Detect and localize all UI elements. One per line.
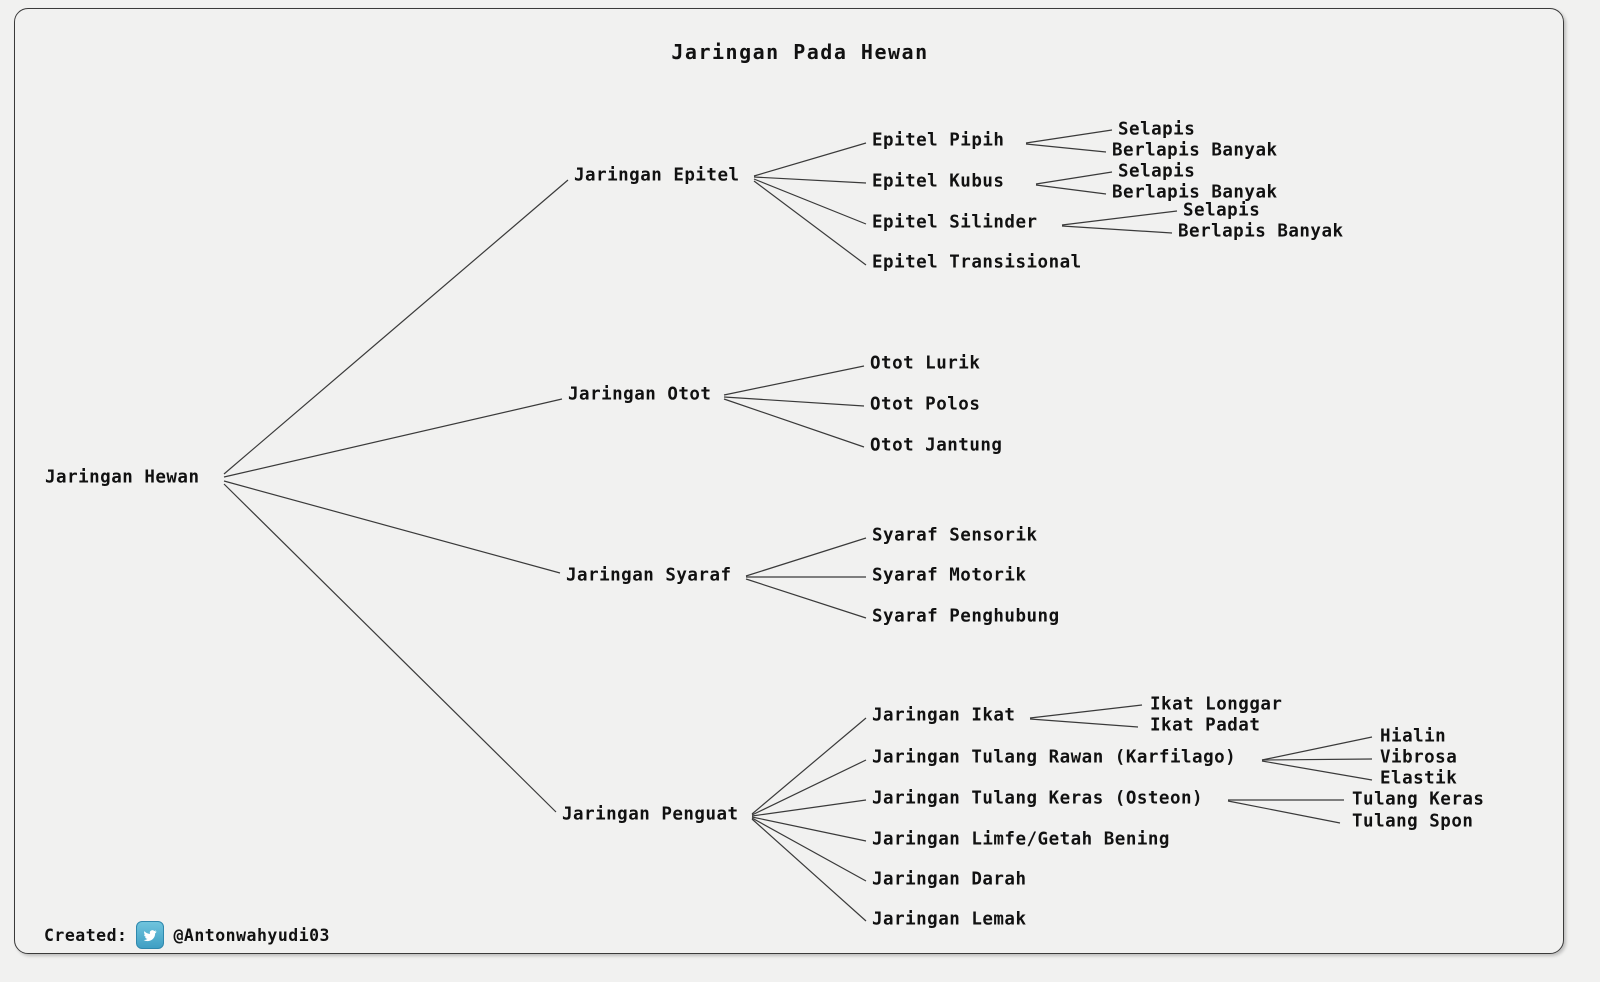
tree-node-root: Jaringan Hewan — [45, 467, 200, 488]
tree-node-penguat: Jaringan Penguat — [562, 804, 739, 825]
twitter-icon[interactable] — [136, 921, 165, 949]
tree-node-ikat-padat: Ikat Padat — [1150, 715, 1261, 736]
tree-node-epitel-silinder-b: Berlapis Banyak — [1178, 221, 1344, 242]
tree-node-epitel-pipih-b: Berlapis Banyak — [1112, 140, 1278, 161]
tree-node-syaraf-sensorik: Syaraf Sensorik — [872, 525, 1038, 546]
credit-label: Created: — [44, 925, 128, 945]
canvas-border — [14, 8, 1564, 954]
credit-line: Created: @Antonwahyudi03 — [44, 921, 330, 949]
tree-node-otot-polos: Otot Polos — [870, 394, 981, 415]
tree-node-epitel-pipih-a: Selapis — [1118, 119, 1196, 140]
tree-node-keras-spon: Tulang Spon — [1352, 811, 1474, 832]
tree-node-darah: Jaringan Darah — [872, 869, 1027, 890]
tree-node-epitel-transisional: Epitel Transisional — [872, 252, 1082, 273]
tree-node-epitel-kubus-a: Selapis — [1118, 161, 1196, 182]
tree-node-rawan-vibrosa: Vibrosa — [1380, 747, 1458, 768]
tree-node-rawan-elastik: Elastik — [1380, 768, 1458, 789]
tree-node-keras: Jaringan Tulang Keras (Osteon) — [872, 788, 1204, 809]
tree-node-ikat-longgar: Ikat Longgar — [1150, 694, 1283, 715]
twitter-handle[interactable]: @Antonwahyudi03 — [173, 925, 330, 945]
tree-node-epitel: Jaringan Epitel — [574, 165, 740, 186]
tree-node-epitel-pipih: Epitel Pipih — [872, 130, 1005, 151]
tree-node-syaraf: Jaringan Syaraf — [566, 565, 732, 586]
tree-node-keras-kompak: Tulang Keras — [1352, 789, 1485, 810]
tree-node-otot: Jaringan Otot — [568, 384, 712, 405]
tree-node-epitel-kubus: Epitel Kubus — [872, 171, 1005, 192]
tree-node-syaraf-motorik: Syaraf Motorik — [872, 565, 1027, 586]
tree-node-otot-jantung: Otot Jantung — [870, 435, 1003, 456]
tree-node-otot-lurik: Otot Lurik — [870, 353, 981, 374]
tree-node-syaraf-penghubung: Syaraf Penghubung — [872, 606, 1060, 627]
page-title: Jaringan Pada Hewan — [671, 40, 929, 64]
tree-node-rawan-hialin: Hialin — [1380, 726, 1447, 747]
tree-node-epitel-silinder-a: Selapis — [1183, 200, 1261, 221]
tree-node-limfe: Jaringan Limfe/Getah Bening — [872, 829, 1170, 850]
tree-node-ikat: Jaringan Ikat — [872, 705, 1016, 726]
tree-node-epitel-silinder: Epitel Silinder — [872, 212, 1038, 233]
tree-node-lemak: Jaringan Lemak — [872, 909, 1027, 930]
tree-node-rawan: Jaringan Tulang Rawan (Karfilago) — [872, 747, 1237, 768]
tree-node-epitel-kubus-b: Berlapis Banyak — [1112, 182, 1278, 203]
